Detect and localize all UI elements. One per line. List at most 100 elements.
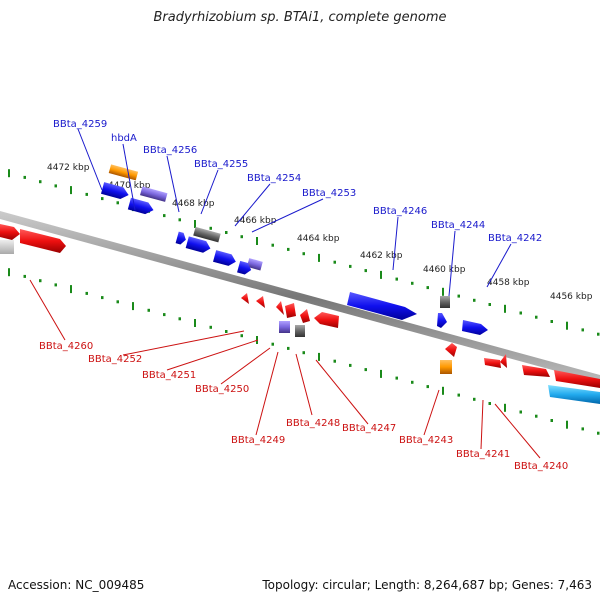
minor-tick (39, 180, 42, 184)
minor-tick (209, 226, 212, 230)
genome-summary: Topology: circular; Length: 8,264,687 bp… (262, 578, 592, 592)
gene-label[interactable]: BBta_4249 (231, 435, 285, 446)
minor-tick (519, 311, 522, 315)
minor-tick (426, 286, 429, 290)
kbp-scale: 4472 kbp 4470 kbp 4468 kbp 4466 kbp 4464… (47, 163, 593, 302)
gene-feature[interactable] (185, 236, 212, 254)
gene-feature[interactable] (193, 226, 221, 243)
gene-feature[interactable] (548, 385, 600, 404)
minor-tick (333, 359, 336, 363)
kbp-label: 4470 kbp (108, 181, 151, 191)
minor-tick (349, 363, 352, 367)
genome-backbone (0, 211, 600, 383)
gene-feature[interactable] (100, 182, 130, 201)
minor-tick (178, 317, 181, 321)
gene-label[interactable]: BBta_4259 (53, 119, 107, 130)
gene-feature[interactable] (445, 343, 457, 357)
gene-feature[interactable] (108, 164, 139, 181)
major-tick (70, 285, 72, 294)
major-tick (318, 253, 320, 262)
minor-tick (302, 351, 305, 355)
minor-tick (147, 308, 150, 312)
gene-feature[interactable] (20, 229, 66, 253)
gene-feature[interactable] (175, 231, 188, 246)
minor-tick (597, 431, 600, 435)
gene-feature[interactable] (314, 312, 339, 328)
major-tick (132, 302, 134, 311)
gene-label[interactable]: BBta_4244 (431, 220, 485, 231)
gene-feature[interactable] (276, 301, 284, 315)
gene-label[interactable]: BBta_4256 (143, 145, 197, 156)
gene-label[interactable]: BBta_4246 (373, 206, 427, 217)
minor-tick (271, 243, 274, 247)
gene-feature[interactable] (140, 186, 168, 202)
minor-tick (581, 427, 584, 431)
gene-feature[interactable] (554, 370, 600, 388)
major-tick (8, 268, 10, 277)
reverse-strand-genes (241, 293, 600, 404)
gene-label[interactable]: BBta_4240 (514, 461, 568, 472)
gene-feature[interactable] (500, 354, 507, 368)
gene-feature[interactable] (127, 197, 155, 216)
forward-strand-genes (0, 164, 488, 335)
minor-tick (225, 330, 228, 333)
gene-feature[interactable] (462, 320, 488, 335)
gene-feature[interactable] (279, 321, 290, 333)
gene-feature[interactable] (285, 303, 296, 318)
gene-label[interactable]: BBta_4248 (286, 418, 340, 429)
minor-tick (364, 368, 367, 372)
minor-tick (163, 313, 166, 317)
minor-tick (39, 279, 42, 283)
minor-tick (116, 300, 119, 304)
gene-feature[interactable] (437, 313, 447, 328)
gene-label[interactable]: BBta_4247 (342, 423, 396, 434)
forward-gene-labels: BBta_4259 hbdA BBta_4256 BBta_4255 BBta_… (53, 119, 542, 244)
gene-feature[interactable] (237, 260, 253, 276)
gene-label[interactable]: BBta_4252 (88, 354, 142, 365)
minor-tick (225, 231, 228, 234)
gene-feature[interactable] (522, 365, 550, 377)
forward-leader-lines (77, 128, 512, 297)
gene-feature[interactable] (0, 240, 14, 254)
minor-tick (85, 291, 88, 295)
gene-feature[interactable] (347, 292, 417, 320)
minor-tick (240, 235, 243, 239)
gene-label[interactable]: BBta_4251 (142, 370, 196, 381)
gene-label[interactable]: hbdA (111, 133, 137, 144)
gene-label[interactable]: BBta_4243 (399, 435, 453, 446)
gene-feature[interactable] (246, 258, 263, 271)
gene-label[interactable]: BBta_4241 (456, 449, 510, 460)
minor-tick (209, 325, 212, 329)
gene-label[interactable]: BBta_4260 (39, 341, 93, 352)
minor-tick (271, 342, 274, 346)
gene-label[interactable]: BBta_4253 (302, 188, 356, 199)
major-tick (442, 287, 444, 296)
minor-tick (457, 294, 460, 298)
minor-tick (116, 201, 119, 205)
gene-feature[interactable] (440, 296, 450, 308)
major-tick (566, 420, 568, 429)
kbp-label: 4456 kbp (550, 292, 593, 302)
minor-tick (287, 346, 290, 350)
minor-tick (287, 247, 290, 251)
minor-tick (535, 414, 538, 418)
gene-feature[interactable] (484, 358, 501, 368)
kbp-label: 4468 kbp (172, 199, 215, 209)
gene-label[interactable]: BBta_4250 (195, 384, 249, 395)
minor-tick (101, 197, 104, 201)
gene-feature[interactable] (0, 224, 20, 240)
gene-feature[interactable] (300, 309, 310, 323)
gene-feature[interactable] (241, 293, 249, 304)
gene-feature[interactable] (213, 250, 237, 267)
gene-label[interactable]: BBta_4254 (247, 173, 301, 184)
gene-label[interactable]: BBta_4255 (194, 159, 248, 170)
gene-label[interactable]: BBta_4242 (488, 233, 542, 244)
minor-tick (411, 380, 414, 384)
gene-feature[interactable] (440, 360, 452, 374)
minor-tick (240, 334, 243, 338)
gene-feature[interactable] (295, 325, 305, 337)
minor-tick (457, 393, 460, 397)
gene-feature[interactable] (256, 296, 265, 308)
major-tick (70, 186, 72, 195)
